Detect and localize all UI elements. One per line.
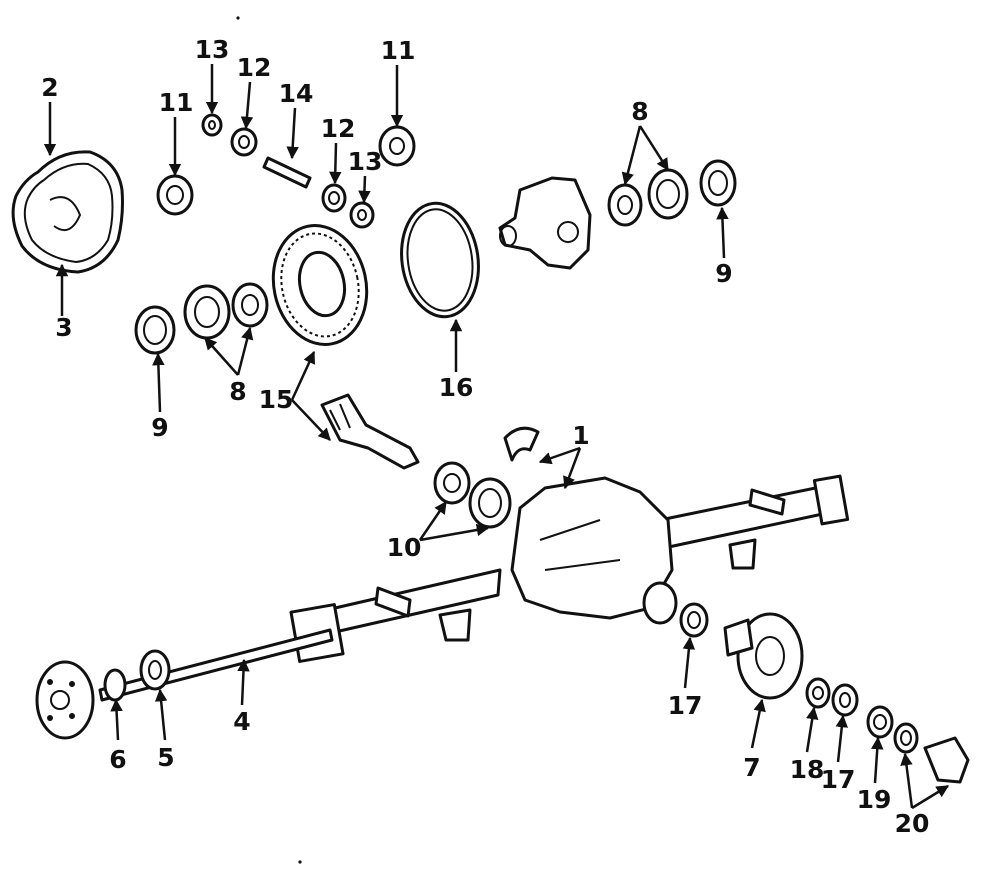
- callout-2: 2: [41, 73, 58, 102]
- callout-15: 15: [259, 385, 294, 414]
- bearing-cone-right: [607, 183, 643, 227]
- callout-9a: 9: [151, 413, 168, 442]
- dot-mark: [298, 860, 302, 864]
- callout-4: 4: [233, 707, 250, 736]
- callout-18: 18: [790, 755, 825, 784]
- callout-10: 10: [387, 533, 422, 562]
- dot-mark: [236, 16, 240, 20]
- callout-20: 20: [895, 809, 930, 838]
- differential-case: [498, 176, 592, 270]
- thrust-washer-13b: [349, 201, 375, 229]
- bearing-18: [805, 677, 831, 709]
- callout-12a: 12: [237, 53, 272, 82]
- callout-11b: 11: [381, 36, 416, 65]
- pinion-gear-12b: [321, 183, 347, 213]
- callout-9b: 9: [715, 259, 732, 288]
- ring-gear: [271, 224, 369, 346]
- bearing-17b: [831, 683, 859, 717]
- callout-7: 7: [743, 753, 760, 782]
- bearing-cup-right: [647, 168, 689, 220]
- pinion-bearing-cone: [433, 461, 471, 505]
- callout-8b: 8: [631, 97, 648, 126]
- axle-bearing-17a: [679, 602, 709, 638]
- callout-17a: 17: [668, 691, 703, 720]
- oil-seal-9b: [699, 159, 737, 207]
- callout-12b: 12: [321, 114, 356, 143]
- callout-11a: 11: [159, 88, 194, 117]
- axle-shaft: [35, 628, 334, 740]
- oil-seal-9a: [134, 305, 176, 355]
- pinion-bearing-cup: [468, 477, 512, 529]
- side-gear-left: [156, 174, 194, 216]
- washer-20: [893, 722, 919, 754]
- differential-cover: [11, 150, 124, 274]
- yoke-20: [923, 736, 970, 784]
- callout-1: 1: [572, 421, 589, 450]
- axle-bearing: [139, 649, 171, 691]
- callout-6: 6: [109, 745, 126, 774]
- callout-8a: 8: [229, 377, 246, 406]
- callout-labels: 2 3 13 12 14 11 12 13 11 8 9 9 8 15 16 1…: [41, 35, 929, 838]
- shim-ring: [400, 201, 480, 319]
- axle-retainer: [103, 668, 127, 702]
- callout-19: 19: [857, 785, 892, 814]
- callout-14: 14: [279, 79, 314, 108]
- drive-pinion: [320, 393, 420, 470]
- leader-lines: [43, 64, 950, 810]
- axle-housing: [289, 474, 850, 663]
- thrust-washer-13a: [201, 113, 223, 137]
- callout-5: 5: [157, 743, 174, 772]
- callout-17b: 17: [821, 765, 856, 794]
- seal-19: [866, 705, 894, 739]
- callout-13b: 13: [348, 147, 383, 176]
- pinion-gear-12a: [230, 127, 258, 157]
- bearing-cap: [503, 426, 540, 462]
- companion-flange: [723, 612, 804, 700]
- bearing-cone-left: [231, 282, 269, 328]
- bearing-cup-left: [183, 284, 231, 340]
- pinion-shaft: [262, 156, 312, 189]
- callout-13a: 13: [195, 35, 230, 64]
- callout-3: 3: [55, 313, 72, 342]
- callout-16: 16: [439, 373, 474, 402]
- side-gear-right: [378, 125, 416, 167]
